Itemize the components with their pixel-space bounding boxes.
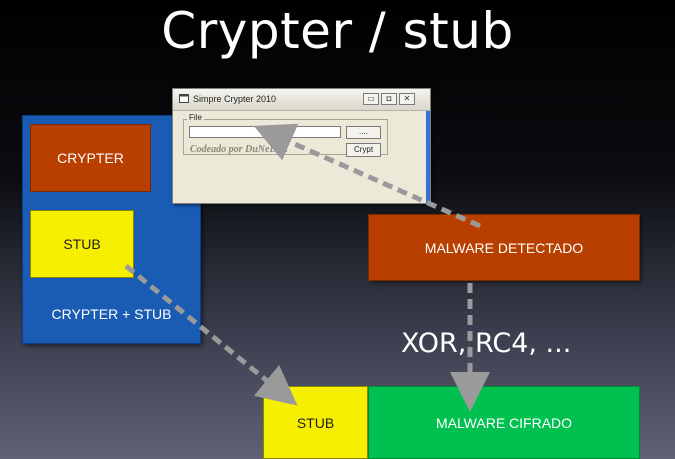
malware-encrypted-box: MALWARE CIFRADO [368, 386, 640, 459]
file-group-label: File [187, 113, 204, 122]
malware-detected-label: MALWARE DETECTADO [424, 239, 584, 256]
window-edge [426, 111, 430, 205]
algorithms-label: XOR, RC4, ... [401, 328, 572, 359]
crypter-box: CRYPTER [30, 124, 151, 192]
malware-encrypted-label: MALWARE CIFRADO [435, 414, 573, 431]
malware-detected-box: MALWARE DETECTADO [368, 214, 640, 281]
stub-label-right: STUB [296, 414, 335, 431]
container-label: CRYPTER + STUB [51, 306, 172, 322]
author-credit: Codeado por DuNeD@i [190, 144, 288, 155]
browse-button[interactable]: .... [346, 126, 381, 139]
dialog-title-bar[interactable]: Simpre Crypter 2010 ▭ ◘ ✕ [173, 89, 430, 111]
stub-box-left: STUB [30, 210, 134, 278]
arrow-detected-to-dialog [253, 123, 482, 229]
window-icon [179, 94, 189, 106]
crypt-button[interactable]: Crypt [346, 143, 381, 157]
dialog-title: Simpre Crypter 2010 [193, 94, 277, 104]
slide-title: Crypter / stub [161, 2, 514, 60]
maximize-button[interactable]: ◘ [381, 93, 397, 105]
crypter-label: CRYPTER [57, 150, 124, 166]
arrow-stub-to-stub [124, 264, 298, 406]
close-button[interactable]: ✕ [399, 93, 415, 105]
stub-label-left: STUB [63, 236, 101, 252]
minimize-button[interactable]: ▭ [363, 93, 379, 105]
